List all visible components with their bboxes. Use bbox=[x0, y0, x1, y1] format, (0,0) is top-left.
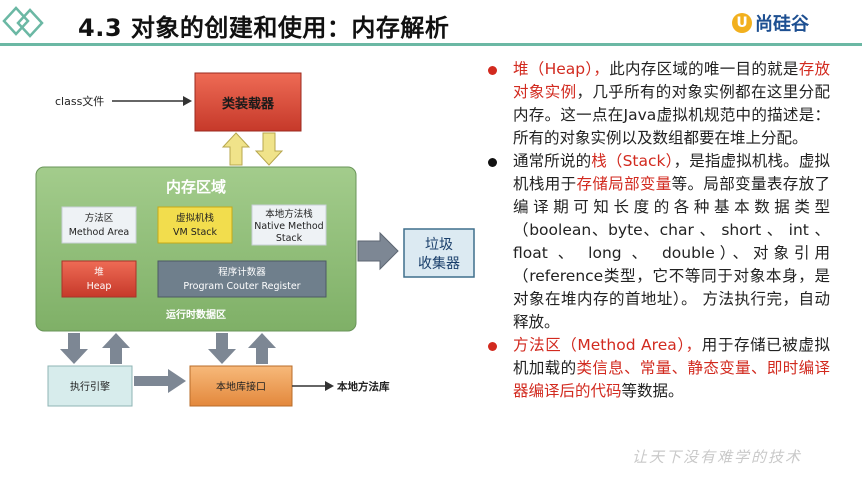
native-stack-label-cn: 本地方法栈 bbox=[265, 208, 313, 220]
bullet-text-segment: 用于存储已被虚拟机加载的 bbox=[513, 336, 830, 377]
brand-logo-mark: U bbox=[732, 13, 752, 33]
native-library-arrowhead bbox=[325, 381, 334, 391]
class-loader-label: 类装载器 bbox=[222, 96, 275, 112]
bullet-text-segment: 方法区（Method Area）， bbox=[513, 336, 702, 354]
watermark: 让天下没有难学的技术 bbox=[632, 448, 803, 466]
bullet-text-segment: 堆（Heap）， bbox=[513, 60, 610, 78]
class-file-arrowhead bbox=[183, 96, 192, 106]
memory-area-title: 内存区域 bbox=[166, 178, 226, 196]
native-stack-label-en-1: Native Method bbox=[254, 221, 323, 232]
vm-stack-label-en: VM Stack bbox=[173, 227, 218, 238]
bullet-list: 堆（Heap），此内存区域的唯一目的就是存放对象实例，几乎所有的对象实例都在这里… bbox=[485, 58, 830, 403]
bullet-dot-icon bbox=[488, 158, 497, 167]
bullet-item: 方法区（Method Area），用于存储已被虚拟机加载的类信息、常量、静态变量… bbox=[485, 334, 830, 403]
bullet-text-segment: 存放对象实例 bbox=[513, 60, 830, 101]
method-area-box bbox=[61, 206, 137, 244]
jvm-memory-diagram-svg: class文件 类装载器 内存区域 方法区 Method Area 虚拟机栈 V… bbox=[35, 72, 475, 407]
class-loader-box bbox=[194, 72, 302, 132]
slide-title: 4.3 对象的创建和使用：内存解析 bbox=[78, 14, 450, 42]
execution-engine-label: 执行引擎 bbox=[70, 380, 110, 393]
bullet-text-segment: 通常所说的 bbox=[513, 152, 592, 170]
garbage-collector-label-2: 收集器 bbox=[418, 255, 460, 272]
heap-label-en: Heap bbox=[87, 281, 112, 292]
heap-label-cn: 堆 bbox=[94, 267, 104, 278]
heap-box bbox=[61, 260, 137, 298]
bullet-item: 堆（Heap），此内存区域的唯一目的就是存放对象实例，几乎所有的对象实例都在这里… bbox=[485, 58, 830, 150]
garbage-collector-box bbox=[403, 228, 475, 278]
brand-logo-text: 尚硅谷 bbox=[755, 14, 809, 35]
bullet-text-segment: 等数据。 bbox=[621, 382, 684, 400]
bullet-text-segment: ，是指虚拟机栈。虚拟机栈用于 bbox=[513, 152, 830, 193]
bullet-dot-icon bbox=[488, 66, 497, 75]
pc-register-label-cn: 程序计数器 bbox=[218, 266, 266, 278]
diamond-logo-icon bbox=[2, 6, 44, 38]
bullet-dot-icon bbox=[488, 342, 497, 351]
method-area-label-en: Method Area bbox=[69, 227, 130, 238]
jvm-memory-diagram: class文件 类装载器 内存区域 方法区 Method Area 虚拟机栈 V… bbox=[0, 55, 480, 483]
native-stack-box bbox=[251, 204, 327, 246]
class-file-label: class文件 bbox=[55, 94, 104, 108]
bullet-text-segment: 类信息、常量、静态变量、即时编译器编译后的代码 bbox=[513, 359, 830, 400]
pc-register-label-en: Program Couter Register bbox=[183, 281, 300, 292]
native-interface-label: 本地库接口 bbox=[216, 380, 266, 393]
bullet-item: 通常所说的栈（Stack），是指虚拟机栈。虚拟机栈用于存储局部变量等。局部变量表… bbox=[485, 150, 830, 334]
arrow-to-garbage-collector bbox=[357, 231, 399, 271]
arrow-down-from-loader bbox=[254, 132, 284, 166]
native-library-label: 本地方法库 bbox=[337, 380, 390, 393]
bullet-text-segment: 此内存区域的唯一目的就是 bbox=[609, 60, 799, 78]
vm-stack-label-cn: 虚拟机栈 bbox=[176, 212, 215, 224]
bullet-text-segment: ，几乎所有的对象实例都在这里分配内存。这一点在Java虚拟机规范中的描述是：所有… bbox=[513, 83, 830, 147]
bullet-text-segment: 等。局部变量表存放了编译期可知长度的各种基本数据类型（boolean、byte、… bbox=[513, 175, 830, 331]
arrow-down-to-native-interface bbox=[208, 333, 236, 364]
arrow-up-to-loader bbox=[221, 132, 251, 166]
execution-engine-box bbox=[47, 365, 133, 407]
method-area-label-cn: 方法区 bbox=[85, 212, 114, 224]
arrow-up-from-native-interface bbox=[248, 333, 276, 364]
arrow-up-from-engine bbox=[102, 333, 130, 364]
arrow-down-to-engine bbox=[60, 333, 88, 364]
arrow-engine-to-interface bbox=[134, 369, 186, 393]
native-stack-label-en-2: Stack bbox=[276, 233, 303, 244]
pc-register-box bbox=[157, 260, 327, 298]
native-interface-box bbox=[189, 365, 293, 407]
vm-stack-box bbox=[157, 206, 233, 244]
bullet-text-segment: 栈（Stack） bbox=[591, 152, 674, 170]
bullet-text-segment: 存储局部变量 bbox=[576, 175, 672, 193]
garbage-collector-label-1: 垃圾 bbox=[425, 237, 453, 253]
runtime-data-area-label: 运行时数据区 bbox=[166, 308, 226, 321]
header-rule bbox=[0, 43, 862, 46]
